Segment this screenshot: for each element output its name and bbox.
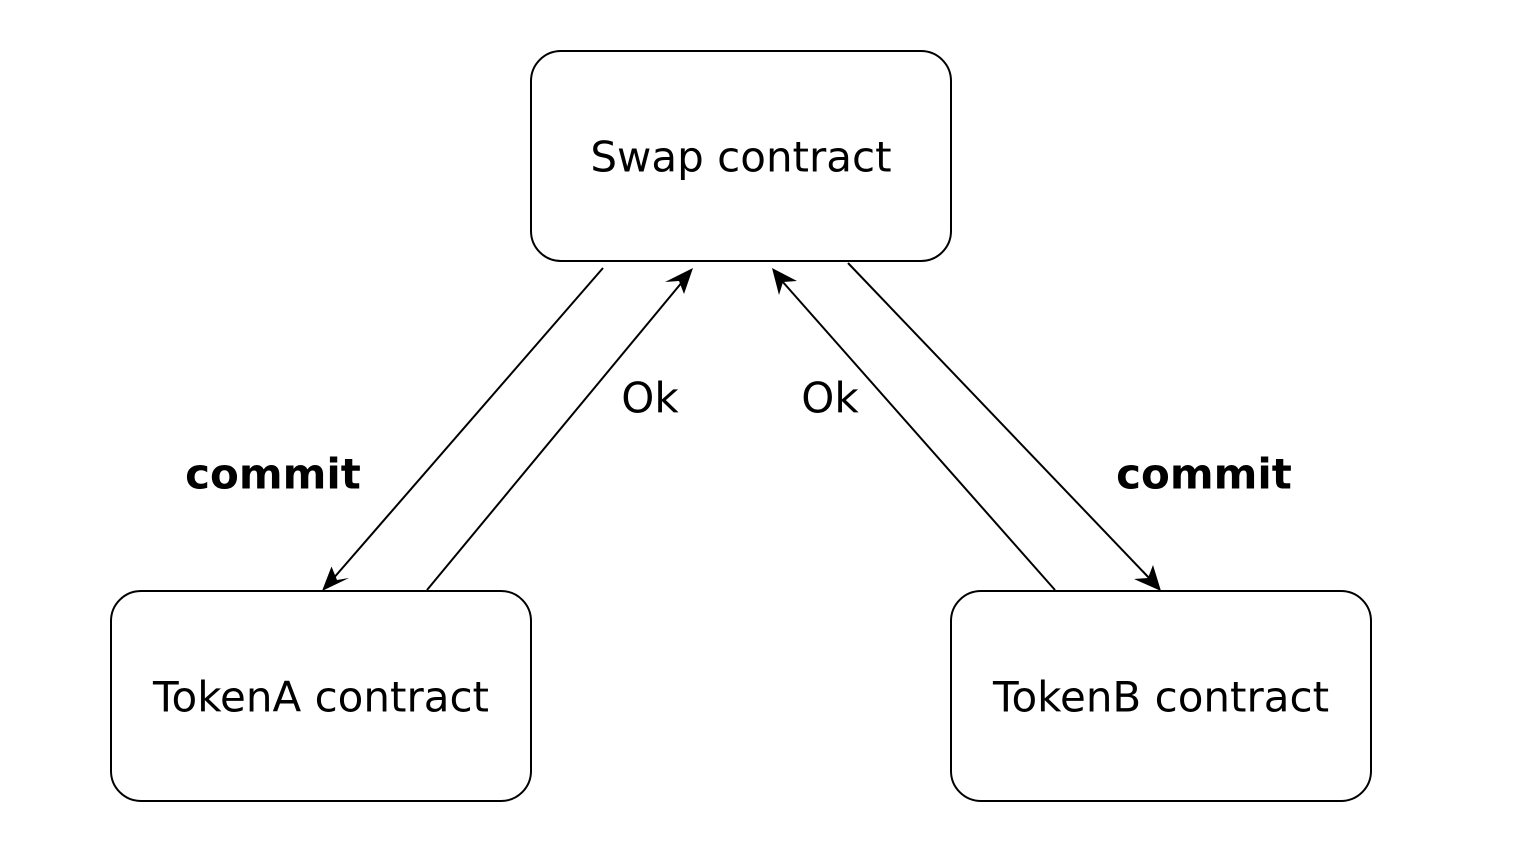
edge-line-swap-to-tokenb [847, 262, 1152, 581]
edge-swap-to-tokena: commit [185, 267, 604, 591]
tokena-contract-node: TokenA contract [110, 590, 532, 802]
edge-swap-to-tokenb: commit [847, 262, 1292, 591]
edge-line-tokenb-to-swap [781, 280, 1056, 591]
ok-label-left: Ok [621, 374, 679, 423]
edge-line-swap-to-tokena [331, 267, 604, 581]
swap-contract-label: Swap contract [590, 133, 891, 182]
swap-contract-node: Swap contract [530, 50, 952, 262]
tokenb-contract-node: TokenB contract [950, 590, 1372, 802]
commit-label-left: commit [185, 450, 361, 499]
tokena-contract-label: TokenA contract [152, 673, 489, 722]
arrowhead-icon [1134, 565, 1161, 591]
tokenb-contract-label: TokenB contract [992, 673, 1329, 722]
arrowhead-icon [772, 268, 797, 295]
edge-tokenb-to-swap: Ok [772, 268, 1056, 591]
tokena-contract-box [110, 590, 532, 802]
commit-label-right: commit [1116, 450, 1292, 499]
swap-contract-box [530, 50, 952, 262]
edge-line-tokena-to-swap [426, 280, 684, 591]
arrowhead-icon [665, 268, 693, 294]
arrowhead-icon [322, 566, 349, 591]
ok-label-right: Ok [801, 374, 859, 423]
edge-tokena-to-swap: Ok [426, 268, 693, 591]
